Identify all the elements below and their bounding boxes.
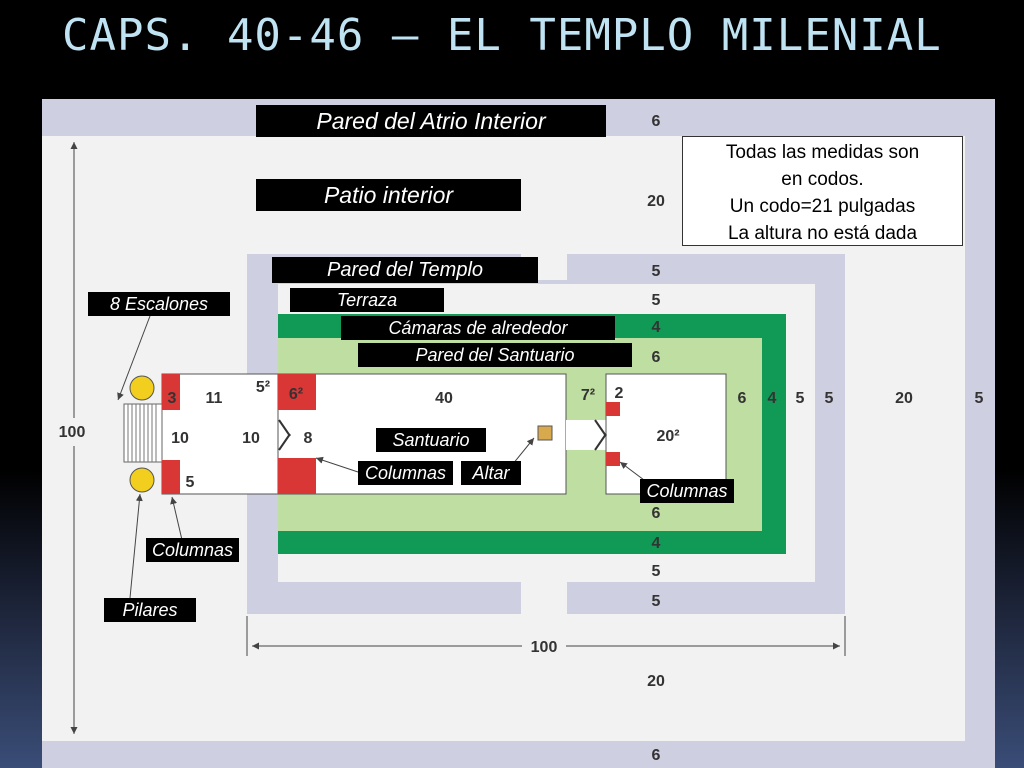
- label-columns-right: Columnas: [640, 479, 734, 503]
- most-holy-place: [605, 373, 727, 495]
- dim-right-temple-wall: 5: [825, 390, 834, 407]
- dim-temple-wall-top: 5: [652, 263, 661, 280]
- dim-outer-top-wall: 6: [652, 113, 661, 130]
- dim-outer-bottom-wall: 6: [652, 747, 661, 764]
- label-columns-center: Columnas: [358, 461, 453, 485]
- measurement-note: Todas las medidas son en codos. Un codo=…: [682, 136, 963, 246]
- dim-right-outer-wall: 5: [975, 390, 984, 407]
- dim-temple-wall-bottom: 5: [652, 593, 661, 610]
- dim-holy-place-length: 40: [435, 390, 453, 407]
- label-sanctuary-wall: Pared del Santuario: [358, 343, 632, 367]
- dim-total-height: 100: [59, 424, 86, 441]
- label-temple-wall: Pared del Templo: [272, 257, 538, 283]
- vestibule-column-top: [278, 374, 316, 410]
- inner-passage: [566, 420, 606, 450]
- vestibule-column-pointer: [315, 456, 359, 473]
- label-inner-court: Patio interior: [256, 179, 521, 211]
- dim-entrance-wall: 5²: [256, 379, 270, 396]
- label-terrace: Terraza: [290, 288, 444, 312]
- pillar-bottom: [129, 467, 155, 493]
- dim-porch-side: 5: [186, 474, 195, 491]
- dim-porch-width: 10: [171, 430, 189, 447]
- dim-chambers-bottom: 4: [652, 535, 661, 552]
- porch-column-bottom: [162, 460, 180, 494]
- inner-column-bottom: [606, 452, 620, 466]
- temple-wall-gap-bottom: [521, 582, 567, 622]
- note-line-4: La altura no está dada: [727, 223, 918, 244]
- dim-chambers-top: 4: [652, 319, 661, 336]
- steps-pointer: [117, 315, 151, 401]
- pillar-top: [129, 375, 155, 401]
- porch-column-top: [162, 374, 180, 410]
- label-steps: 8 Escalones: [88, 292, 230, 316]
- dim-right-terrace: 5: [796, 390, 805, 407]
- dim-holy-place-width: 8: [304, 430, 313, 447]
- dim-sanctuary-wall-top: 6: [652, 349, 661, 366]
- label-pillars: Pilares: [104, 598, 196, 622]
- note-line-3: Un codo=21 pulgadas: [729, 196, 916, 217]
- dim-right-chambers: 4: [768, 390, 777, 407]
- altar: [537, 425, 553, 441]
- dim-inner-jamb: 2: [615, 385, 624, 402]
- dim-right-sanctuary-wall: 6: [738, 390, 747, 407]
- dim-terrace-top: 5: [652, 292, 661, 309]
- dim-porch-depth: 11: [206, 390, 223, 407]
- dim-total-length: 100: [531, 639, 558, 656]
- dim-most-holy: 20²: [656, 428, 679, 445]
- inner-column-top: [606, 402, 620, 416]
- vestibule-column-bottom: [278, 458, 316, 494]
- label-inner-court-wall: Pared del Atrio Interior: [256, 105, 606, 137]
- label-side-chambers: Cámaras de alrededor: [341, 316, 615, 340]
- note-line-2: en codos.: [781, 169, 864, 190]
- dim-sanctuary-wall-bottom: 6: [652, 505, 661, 522]
- dim-bottom-court-depth: 20: [647, 673, 665, 690]
- dim-inner-entrance: 7²: [581, 387, 595, 404]
- label-altar: Altar: [461, 461, 521, 485]
- dim-vestibule-width: 10: [242, 430, 260, 447]
- label-sanctuary: Santuario: [376, 428, 486, 452]
- dim-inner-court-depth: 20: [647, 193, 665, 210]
- slide-title: CAPS. 40-46 – EL TEMPLO MILENIAL: [62, 10, 942, 61]
- dim-porch-column: 3: [168, 390, 177, 407]
- porch-column-pointer: [170, 496, 183, 541]
- label-columns-left: Columnas: [146, 538, 239, 562]
- dim-right-court: 20: [895, 390, 913, 407]
- dim-terrace-bottom: 5: [652, 563, 661, 580]
- pillar-pointer: [129, 493, 143, 599]
- note-line-1: Todas las medidas son: [725, 142, 920, 163]
- dim-column-pair: 6²: [289, 386, 303, 403]
